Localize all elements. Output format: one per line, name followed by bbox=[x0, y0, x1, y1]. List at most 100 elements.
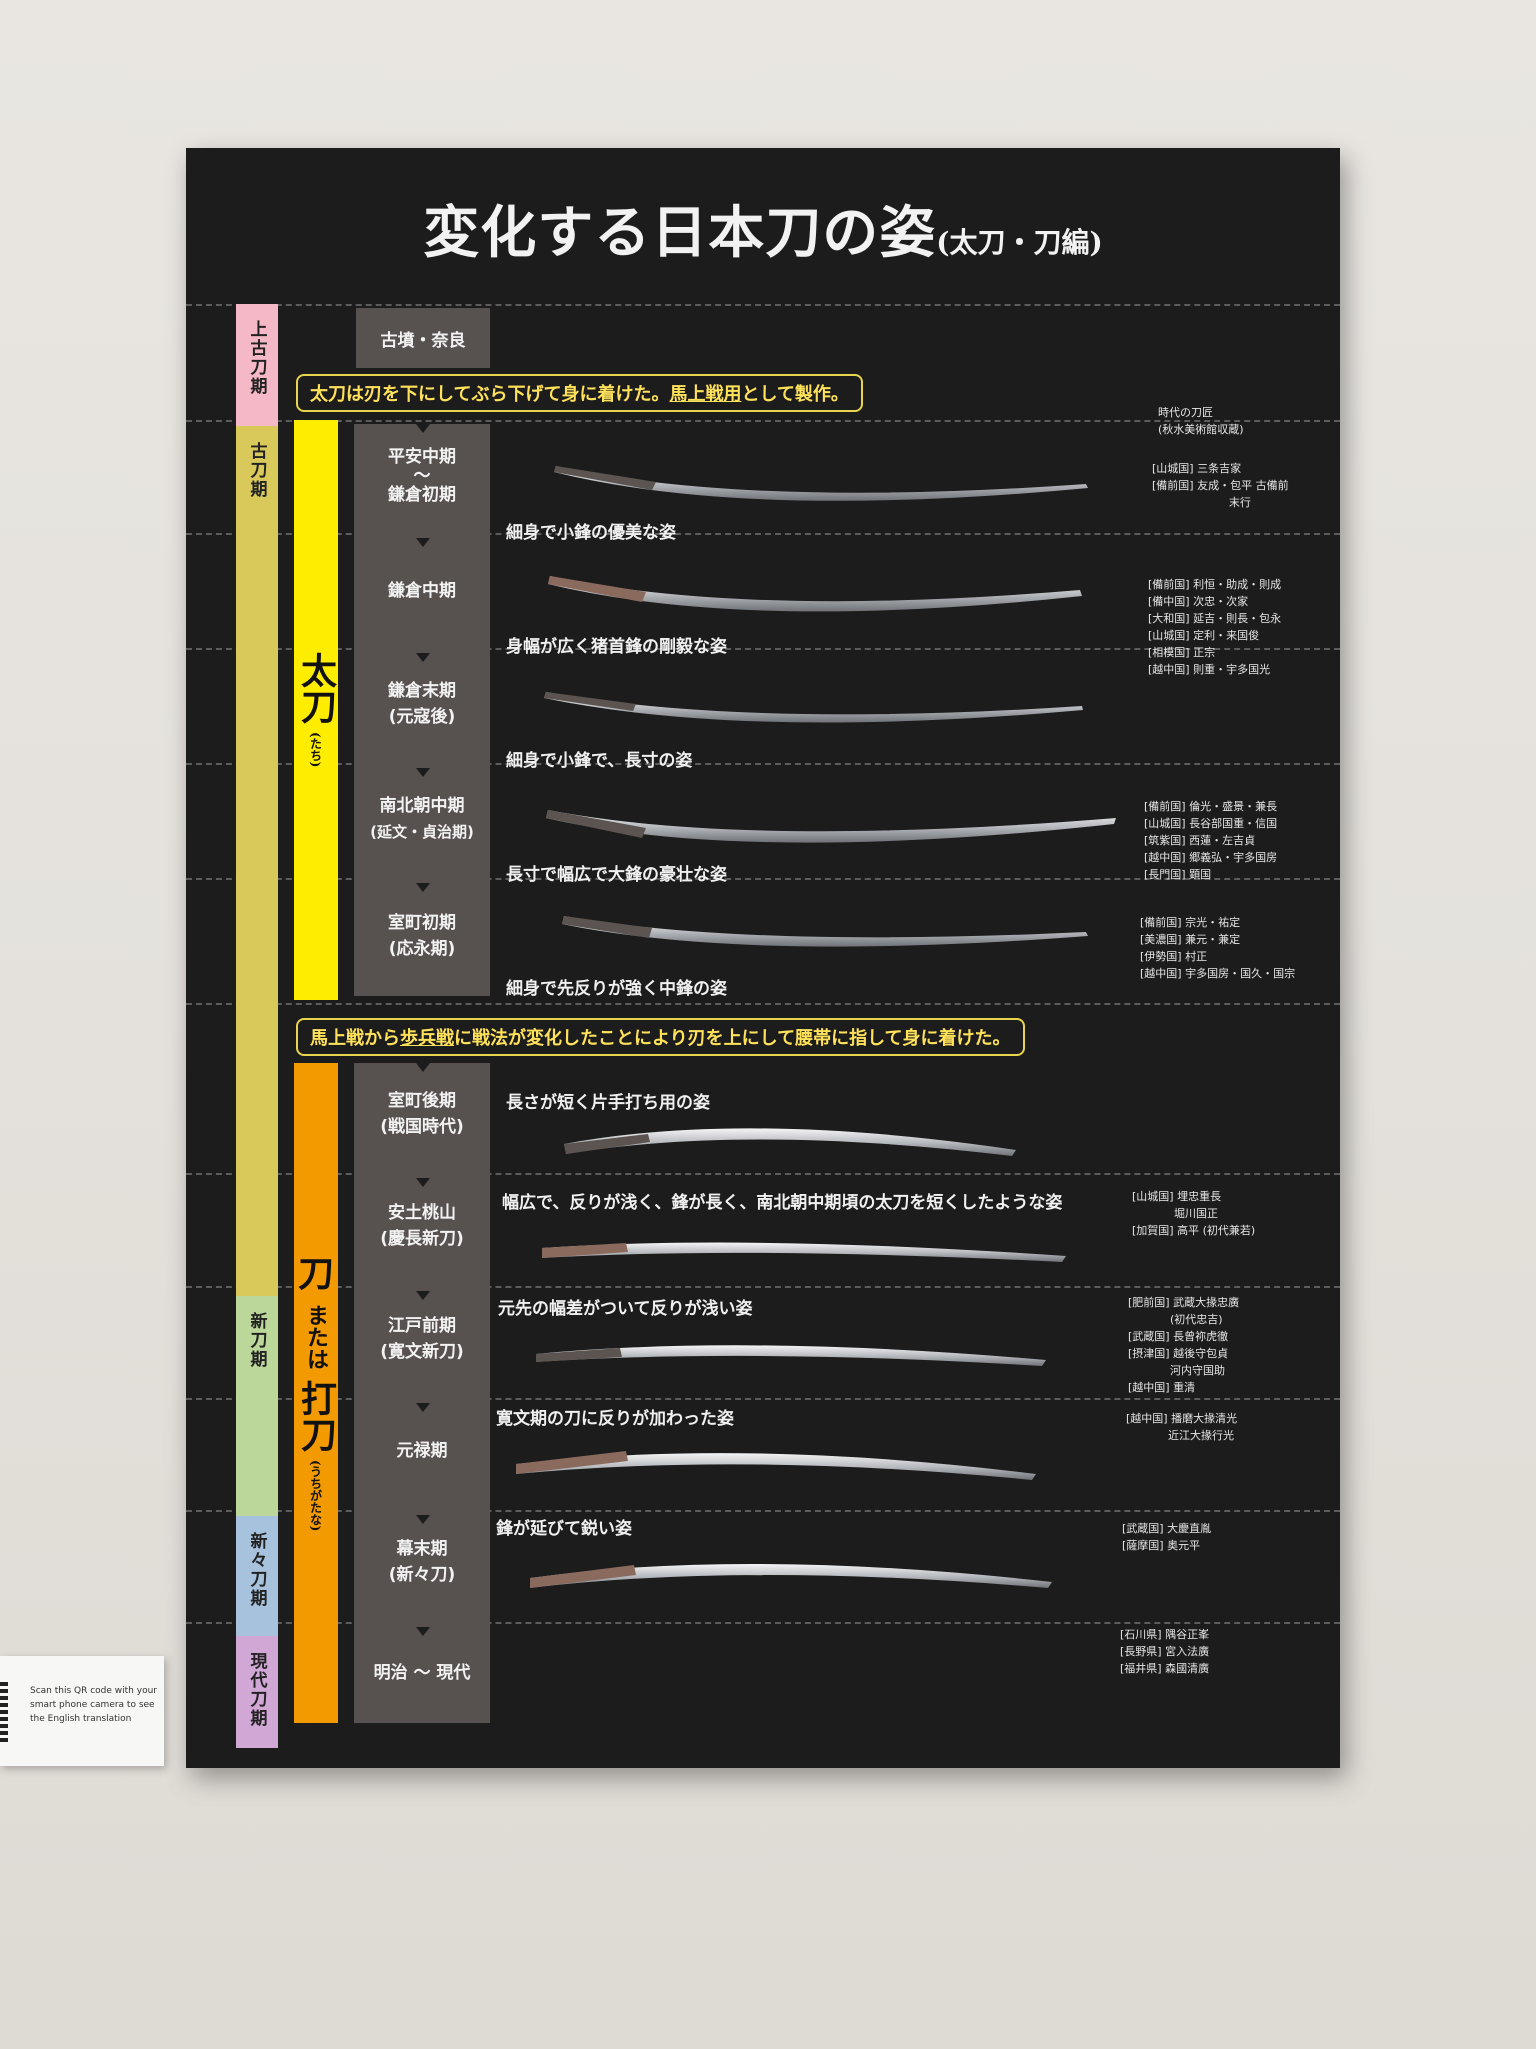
smith-list: [武蔵国] 大慶直胤 [薩摩国] 奥元平 bbox=[1122, 1522, 1212, 1552]
era-label: 新刀期 bbox=[246, 1312, 267, 1369]
period-label: 平安中期 〜 鎌倉初期 bbox=[354, 444, 490, 508]
smith-list: [石川県] 隅谷正峯 [長野県] 宮入法廣 [福井県] 森國清廣 bbox=[1120, 1628, 1210, 1675]
period-line: (応永期) bbox=[388, 939, 456, 959]
note-text: 太刀は刃を下にしてぶら下げて身に着けた。 bbox=[310, 384, 670, 405]
arrow-down-icon bbox=[416, 768, 430, 777]
smith-list: [肥前国] 武蔵大掾忠廣 (初代忠吉) [武蔵国] 長曾祢虎徹 [摂津国] 越後… bbox=[1128, 1296, 1240, 1394]
description: 寛文期の刀に反りが加わった姿 bbox=[496, 1409, 734, 1429]
era-bar-koto: 古刀期 bbox=[236, 426, 278, 1296]
period-line: (延文・貞治期) bbox=[370, 823, 474, 841]
description: 細身で小鋒で、長寸の姿 bbox=[506, 751, 693, 771]
katana-or: または bbox=[303, 1304, 329, 1371]
period-line: 室町後期 bbox=[388, 1091, 456, 1111]
arrow-down-icon bbox=[416, 538, 430, 547]
description: 細身で小鋒の優美な姿 bbox=[506, 523, 676, 543]
period-line: 南北朝中期 bbox=[379, 796, 465, 816]
era-bar-shinto: 新刀期 bbox=[236, 1296, 278, 1516]
era-label: 上古刀期 bbox=[246, 320, 267, 396]
period-label: 明治 〜 現代 bbox=[354, 1660, 490, 1686]
subtitle-text: (太刀・刀編) bbox=[936, 226, 1103, 259]
note-text: に戦法が変化したことにより刃を上にして腰帯に指して身に着けた。 bbox=[454, 1028, 1011, 1049]
katana-label-a: 刀 bbox=[297, 1253, 334, 1296]
period-line: 鎌倉末期 bbox=[388, 681, 456, 701]
divider bbox=[186, 420, 1340, 422]
type-bar-tachi: 太刀 (たち) bbox=[294, 420, 338, 1000]
description: 元先の幅差がついて反りが浅い姿 bbox=[498, 1299, 753, 1319]
period-line: 元禄期 bbox=[396, 1441, 448, 1461]
sword-9 bbox=[516, 1451, 1036, 1480]
arrow-down-icon bbox=[416, 1178, 430, 1187]
period-line: 室町初期 bbox=[388, 913, 456, 933]
smith-list: [山城国] 埋忠重長 堀川国正 [加賀国] 高平 (初代兼若) bbox=[1132, 1190, 1256, 1237]
divider bbox=[186, 1622, 1340, 1624]
arrow-down-icon bbox=[416, 1403, 430, 1412]
period-label: 江戸前期 (寛文新刀) bbox=[354, 1313, 490, 1365]
period-line: 江戸前期 bbox=[388, 1316, 456, 1336]
description: 長寸で幅広で大鋒の豪壮な姿 bbox=[506, 865, 727, 885]
period-label: 南北朝中期 (延文・貞治期) bbox=[354, 793, 490, 845]
description: 身幅が広く猪首鋒の剛毅な姿 bbox=[506, 637, 727, 657]
period-label: 室町後期 (戦国時代) bbox=[354, 1088, 490, 1140]
divider bbox=[186, 1173, 1340, 1175]
divider bbox=[186, 1286, 1340, 1288]
poster-title: 変化する日本刀の姿(太刀・刀編) bbox=[186, 188, 1340, 269]
period-line: (慶長新刀) bbox=[380, 1229, 464, 1249]
arrow-down-icon bbox=[416, 1627, 430, 1636]
period-label: 鎌倉中期 bbox=[354, 578, 490, 604]
note-katana: 馬上戦から歩兵戦に戦法が変化したことにより刃を上にして腰帯に指して身に着けた。 bbox=[296, 1018, 1025, 1056]
smith-header: 時代の刀匠 (秋水美術館収蔵) bbox=[1158, 406, 1244, 436]
period-line: 〜 bbox=[413, 466, 431, 486]
divider bbox=[186, 648, 1340, 650]
sword-4 bbox=[546, 810, 1116, 843]
divider bbox=[186, 1398, 1340, 1400]
arrow-down-icon bbox=[416, 653, 430, 662]
period-column-katana bbox=[354, 1063, 490, 1723]
note-underlined: 馬上戦用 bbox=[669, 384, 742, 405]
note-text: として製作。 bbox=[741, 384, 849, 405]
period-line: (新々刀) bbox=[388, 1565, 456, 1585]
poster-board: 変化する日本刀の姿(太刀・刀編) 上古刀期 古刀期 新刀期 新々刀期 現代刀期 … bbox=[186, 148, 1340, 1768]
note-underlined: 歩兵戦 bbox=[400, 1028, 454, 1049]
qr-card-text: Scan this QR code with your smart phone … bbox=[30, 1686, 157, 1724]
smith-list: [備前国] 倫光・盛景・兼長 [山城国] 長谷部国重・信国 [筑紫国] 西蓮・左… bbox=[1144, 800, 1278, 881]
sword-3 bbox=[544, 692, 1083, 723]
qr-card: Scan this QR code with your smart phone … bbox=[0, 1656, 164, 1766]
period-line: (寛文新刀) bbox=[380, 1342, 464, 1362]
qr-code-icon bbox=[0, 1682, 8, 1742]
sword-10 bbox=[530, 1563, 1052, 1588]
sword-5 bbox=[562, 916, 1088, 947]
period-line: 明治 〜 現代 bbox=[373, 1663, 471, 1683]
divider bbox=[186, 1510, 1340, 1512]
era-label: 現代刀期 bbox=[246, 1652, 267, 1728]
description: 鋒が延びて鋭い姿 bbox=[496, 1519, 632, 1539]
arrow-down-icon bbox=[416, 1291, 430, 1300]
divider bbox=[186, 878, 1340, 880]
era-label: 古刀期 bbox=[246, 442, 267, 499]
description: 幅広で、反りが浅く、鋒が長く、南北朝中期頃の太刀を短くしたような姿 bbox=[502, 1193, 1063, 1213]
period-label: 元禄期 bbox=[354, 1438, 490, 1464]
period-top: 古墳・奈良 bbox=[356, 308, 490, 368]
description: 細身で先反りが強く中鋒の姿 bbox=[506, 979, 727, 999]
note-text: 馬上戦から bbox=[310, 1028, 400, 1049]
note-tachi: 太刀は刃を下にしてぶら下げて身に着けた。馬上戦用として製作。 bbox=[296, 374, 863, 412]
divider bbox=[186, 763, 1340, 765]
sword-6 bbox=[564, 1128, 1016, 1156]
smith-list: [備前国] 利恒・助成・則成 [備中国] 次忠・次家 [大和国] 延吉・則長・包… bbox=[1148, 578, 1282, 676]
sword-8 bbox=[536, 1345, 1046, 1366]
katana-label-b: 打刀 bbox=[295, 1380, 337, 1453]
period-line: (元寇後) bbox=[388, 707, 456, 727]
divider bbox=[186, 1003, 1340, 1005]
period-line: (戦国時代) bbox=[380, 1117, 464, 1137]
arrow-down-icon bbox=[416, 1515, 430, 1524]
period-line: 幕末期 bbox=[396, 1539, 448, 1559]
divider bbox=[186, 533, 1340, 535]
smith-list: [越中国] 播磨大掾清光 近江大掾行光 bbox=[1126, 1412, 1238, 1442]
era-bar-jokoto: 上古刀期 bbox=[236, 304, 278, 426]
era-label: 新々刀期 bbox=[246, 1532, 267, 1608]
period-label: 鎌倉末期 (元寇後) bbox=[354, 678, 490, 730]
arrow-down-icon bbox=[416, 883, 430, 892]
smith-list: [備前国] 宗光・祐定 [美濃国] 兼元・兼定 [伊勢国] 村正 [越中国] 宇… bbox=[1140, 916, 1296, 980]
period-label: 幕末期 (新々刀) bbox=[354, 1536, 490, 1588]
sword-7 bbox=[542, 1242, 1066, 1262]
arrow-down-icon bbox=[416, 1063, 430, 1072]
